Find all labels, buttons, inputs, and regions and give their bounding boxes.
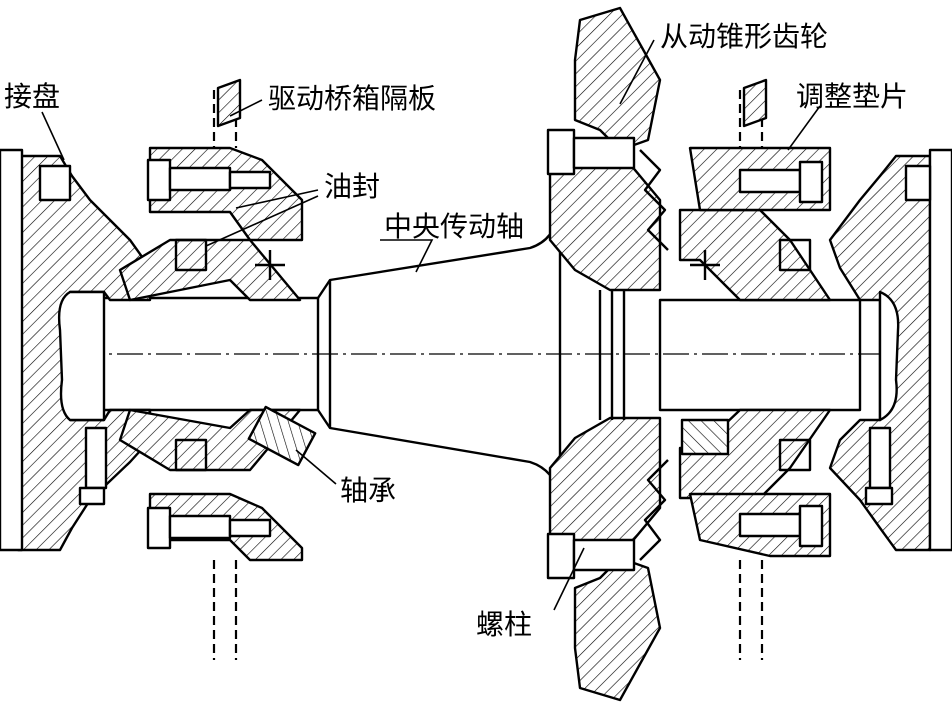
label-stud-bolt: 螺柱 [476,608,532,641]
right-bearing-housing [678,146,832,558]
label-shim: 调整垫片 [796,80,908,113]
label-driven-bevel-gear: 从动锥形齿轮 [660,20,828,53]
label-axle-housing-partition: 驱动桥箱隔板 [268,82,436,115]
leader-lines [41,39,821,611]
label-flange: 接盘 [4,80,60,113]
left-flange [0,148,152,552]
right-flange [828,148,952,552]
label-bearing: 轴承 [340,474,396,507]
axle-housing-partition-right [738,78,768,660]
label-oil-seal: 油封 [324,170,380,203]
driven-bevel-gear [546,6,669,702]
left-bearing-housing [118,146,317,562]
label-central-drive-shaft: 中央传动轴 [384,210,524,243]
